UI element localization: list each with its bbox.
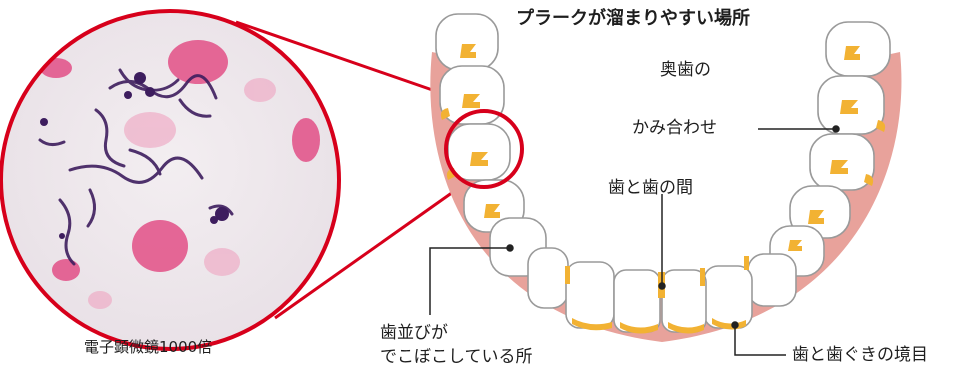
diagram-title: プラークが溜まりやすい場所 [516,8,750,29]
molar-label-line1: 奥歯の [660,60,711,80]
uneven-teeth-label-line1: 歯並びが [380,323,448,343]
teeth-left [435,13,661,333]
microscope-caption: 電子顕微鏡1000倍 [84,338,213,356]
gumline-label: 歯と歯ぐきの境目 [792,345,928,365]
highlight-circle [444,109,524,189]
molar-label-line2: かみ合わせ [632,118,717,138]
uneven-teeth-label-line2: でこぼこしている所 [380,347,533,367]
plaque-deposits [440,44,886,334]
microscope-ring [0,9,341,351]
leader-lines [429,125,840,356]
between-teeth-label: 歯と歯の間 [608,178,693,198]
microscope-image [0,10,340,350]
